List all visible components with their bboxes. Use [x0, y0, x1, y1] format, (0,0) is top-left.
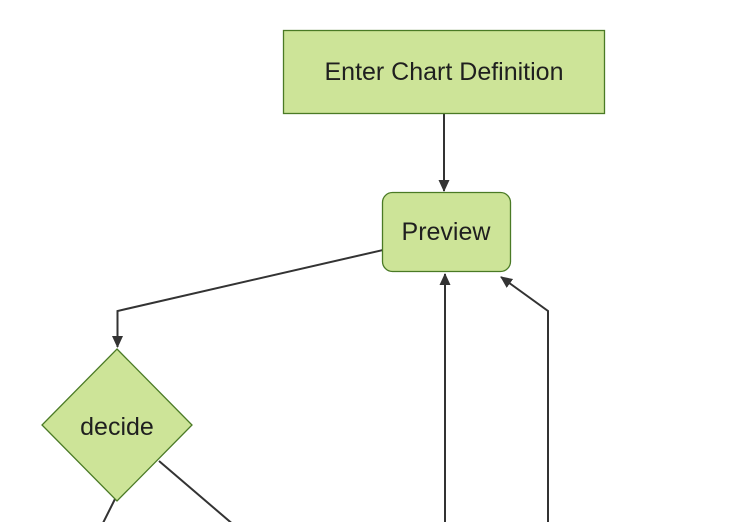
edge-preview-to-decide [112, 249, 384, 348]
node-decide-shape [41, 348, 193, 502]
node-preview: Preview [381, 191, 512, 273]
node-preview-label: Preview [402, 218, 492, 246]
edge-return-right-to-preview [500, 276, 549, 522]
node-enter-chart-definition-label: Enter Chart Definition [324, 58, 563, 86]
node-decide: decide [41, 348, 193, 502]
node-preview-shape [381, 191, 512, 273]
edge-decide-branch-left [102, 498, 116, 522]
edge-decide-branch-right [158, 460, 232, 522]
node-decide-label: decide [80, 413, 154, 441]
edge-layer [102, 114, 549, 522]
node-enter-chart-definition: Enter Chart Definition [282, 29, 606, 115]
node-enter-chart-definition-shape [282, 29, 606, 115]
